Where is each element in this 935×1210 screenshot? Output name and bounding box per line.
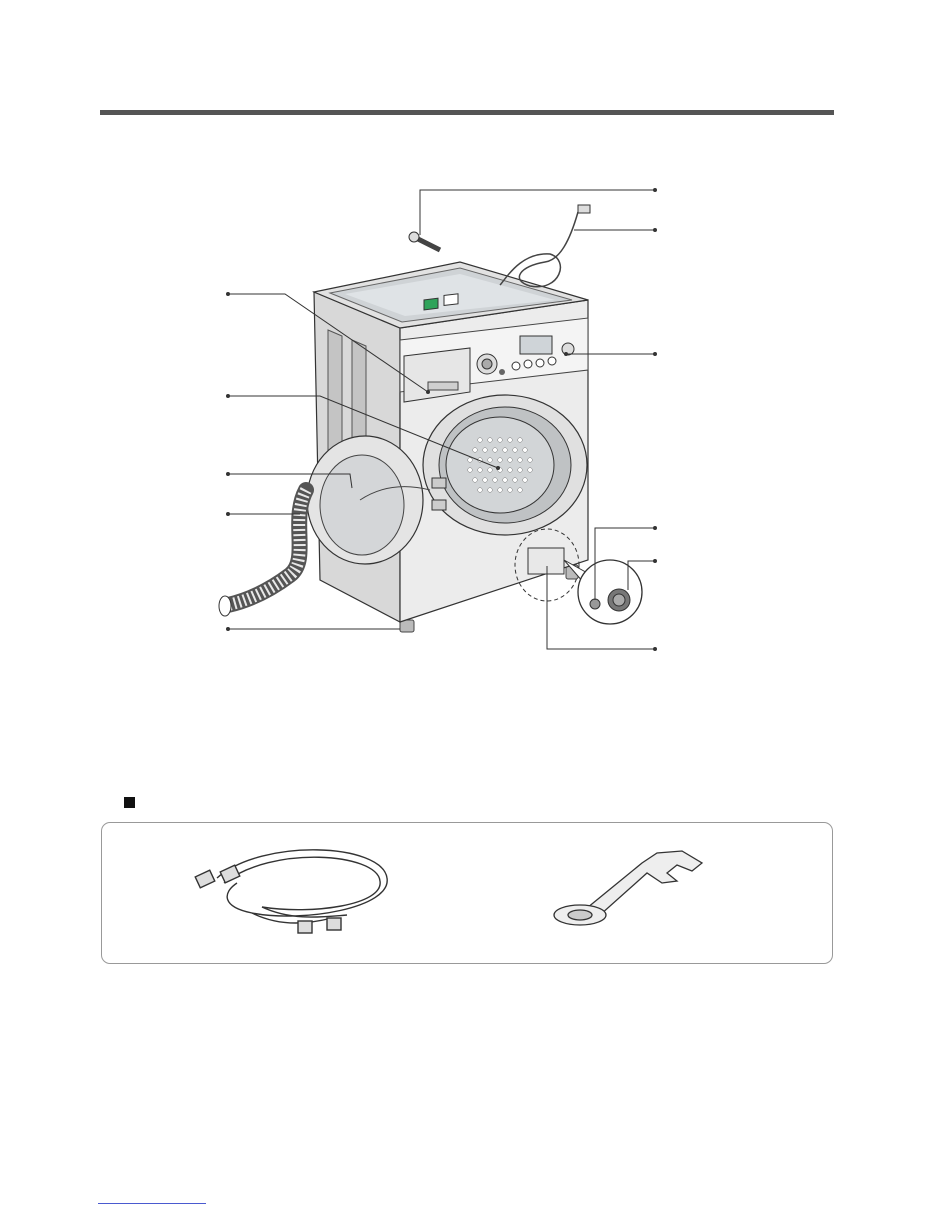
callout-drain-valve xyxy=(594,527,655,600)
accessories-illustration xyxy=(194,849,704,934)
callout-spanner xyxy=(419,189,655,235)
accessories-bullet xyxy=(124,797,135,808)
washing-machine-illustration xyxy=(218,188,657,651)
transit-bolt-spanner-illustration xyxy=(408,231,442,253)
display xyxy=(519,335,553,355)
spanner-icon xyxy=(553,850,704,926)
footer-link-rule xyxy=(98,1203,206,1204)
callout-drum xyxy=(228,395,499,469)
drum xyxy=(445,416,555,514)
power-plug xyxy=(577,204,591,214)
detergent-drawer xyxy=(403,347,471,403)
callout-detergent-drawer xyxy=(228,293,429,393)
callout-service-cover xyxy=(546,566,655,650)
accessories-box xyxy=(101,822,833,964)
power-cord xyxy=(499,211,579,288)
water-inlet-hoses-icon xyxy=(194,849,388,934)
service-zoom xyxy=(577,559,643,625)
callout-pump-filter xyxy=(627,560,655,590)
callout-door xyxy=(228,473,353,489)
drum-perforations xyxy=(467,437,533,493)
drain-valve xyxy=(589,598,601,610)
washing-machine-diagram xyxy=(218,188,657,651)
page-header-rule xyxy=(100,110,834,115)
service-cover xyxy=(527,547,565,575)
